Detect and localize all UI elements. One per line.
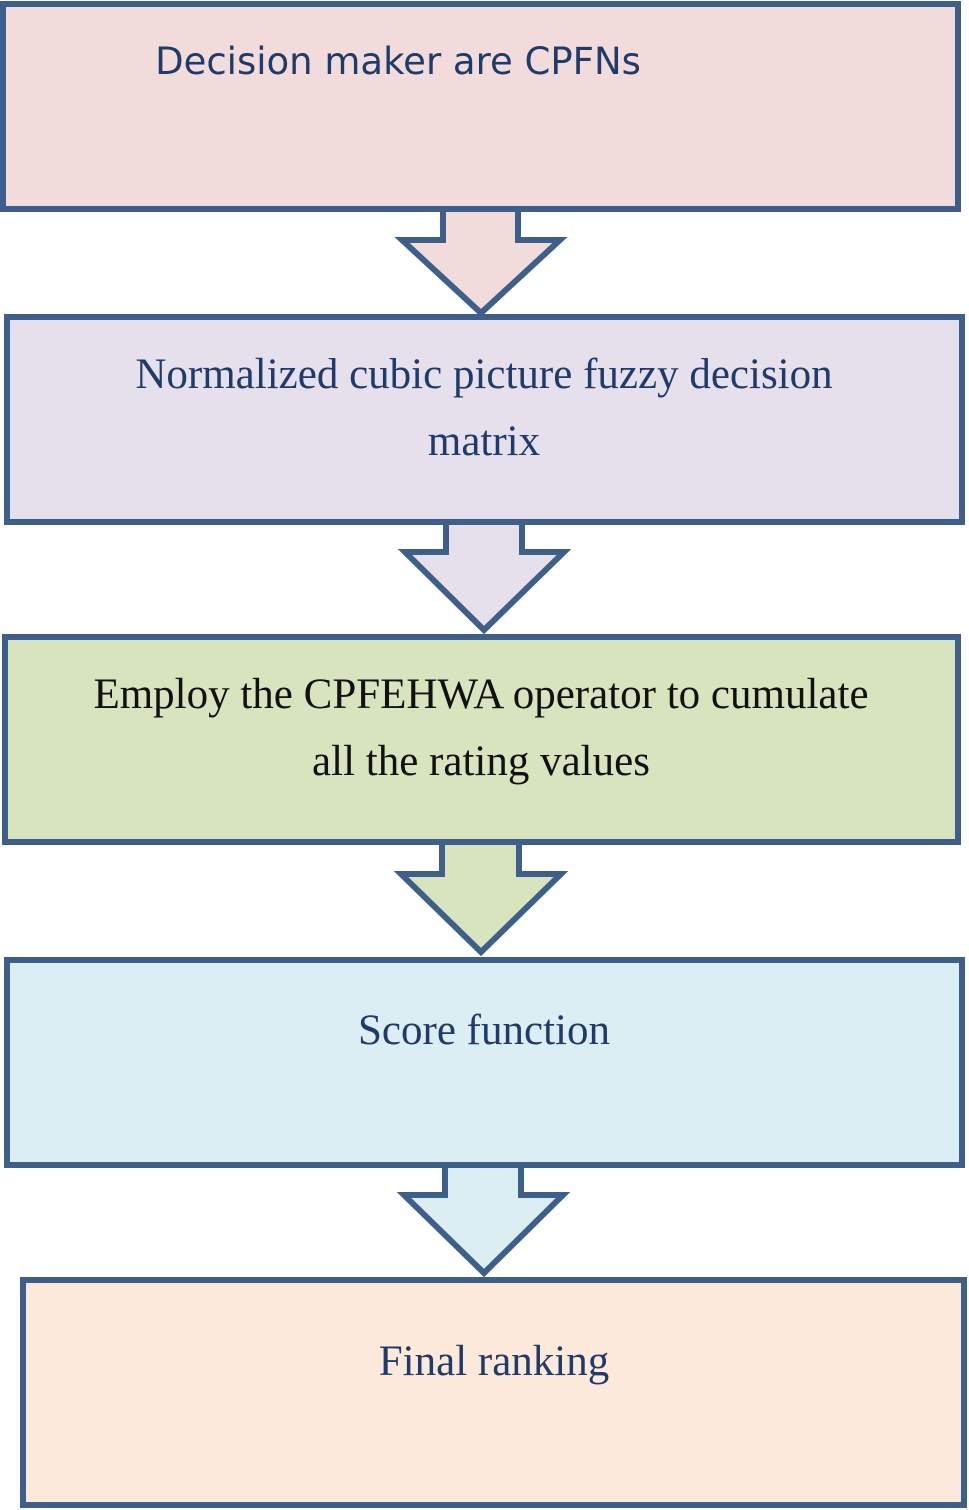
arrow-2: [397, 519, 572, 635]
step-final-ranking: Final ranking: [20, 1277, 967, 1508]
step-box-score-function: [4, 957, 965, 1168]
arrow-1: [394, 206, 568, 318]
arrow-3: [393, 839, 569, 957]
step-decision-maker: Decision maker are CPFNs: [0, 1, 961, 212]
step-cpfehwa-operator: Employ the CPFEHWA operator to cumulate …: [2, 634, 961, 845]
step-box-decision-maker: [0, 1, 961, 212]
step-label-cpfehwa-operator-line-2: all the rating values: [312, 738, 650, 785]
step-label-score-function-line-1: Score function: [358, 1007, 610, 1054]
step-box-cpfehwa-operator: [2, 634, 961, 845]
step-label-normalized-matrix-line-2: matrix: [428, 418, 540, 465]
step-box-normalized-matrix: [4, 314, 965, 525]
step-label-final-ranking-line-1: Final ranking: [379, 1338, 610, 1385]
arrow-4: [396, 1162, 571, 1278]
step-normalized-matrix: Normalized cubic picture fuzzy decision …: [4, 314, 965, 525]
step-label-normalized-matrix-line-1: Normalized cubic picture fuzzy decision: [135, 351, 832, 398]
step-box-final-ranking: [20, 1277, 967, 1508]
step-label-cpfehwa-operator-line-1: Employ the CPFEHWA operator to cumulate: [93, 671, 868, 718]
step-score-function: Score function: [4, 957, 965, 1168]
step-label-decision-maker-line-1: Decision maker are CPFNs: [155, 40, 641, 83]
